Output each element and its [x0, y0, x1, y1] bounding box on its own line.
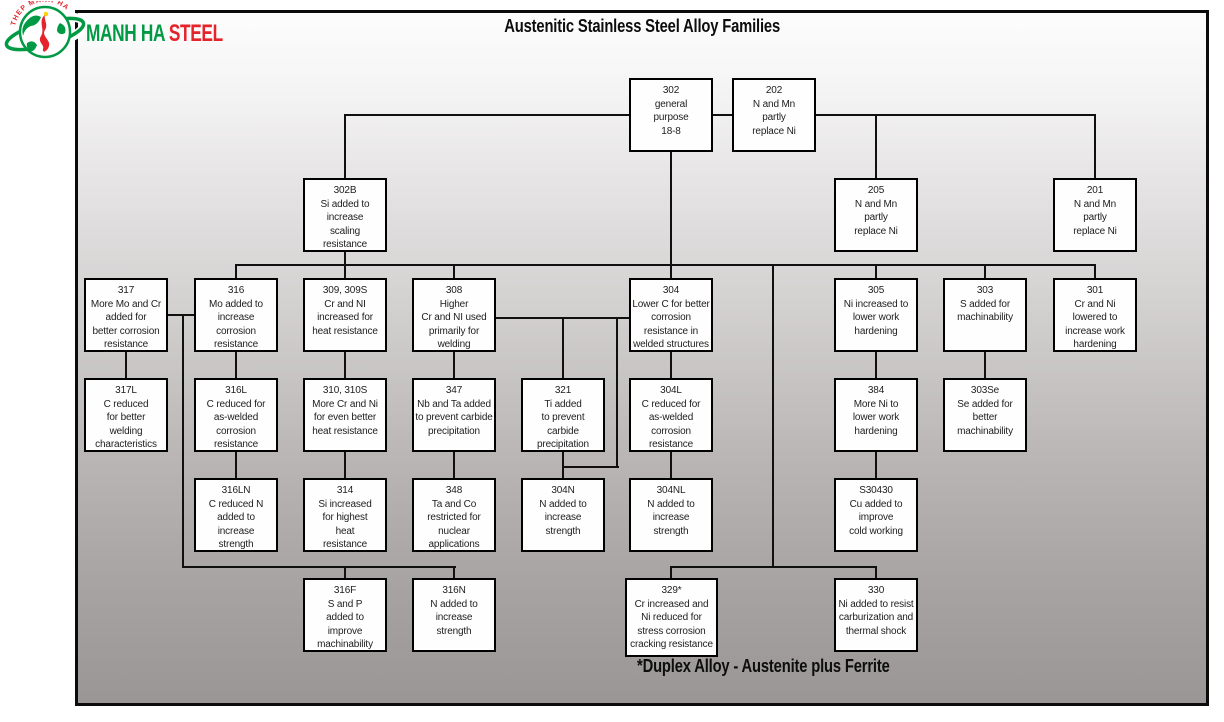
node-314: 314 Si increased for highest heat resist…: [303, 478, 387, 552]
duplex-alloy-footnote: *Duplex Alloy - Austenite plus Ferrite: [637, 656, 890, 676]
connector-line: [235, 351, 237, 380]
node-384: 384 More Ni to lower work hardening: [834, 378, 918, 452]
connector-line: [670, 351, 672, 380]
connector-line: [1094, 264, 1096, 280]
node-316F: 316F S and P added to improve machinabil…: [303, 578, 387, 652]
node-302: 302 general purpose 18-8: [629, 78, 713, 152]
connector-line: [344, 250, 346, 280]
connector-line: [875, 264, 877, 280]
node-321: 321 Ti added to prevent carbide precipit…: [521, 378, 605, 452]
connector-line: [875, 114, 877, 180]
connector-line: [453, 451, 455, 480]
connector-line: [670, 566, 672, 580]
connector-line: [772, 264, 774, 568]
node-205: 205 N and Mn partly replace Ni: [834, 178, 918, 252]
node-301: 301 Cr and Ni lowered to increase work h…: [1053, 278, 1137, 352]
node-309-309S: 309, 309S Cr and NI increased for heat r…: [303, 278, 387, 352]
node-303: 303 S added for machinability: [943, 278, 1027, 352]
connector-line: [670, 451, 672, 480]
connector-line: [182, 314, 184, 568]
connector-line: [562, 451, 564, 480]
connector-line: [235, 264, 1096, 266]
brand-name-red: STEEL: [168, 20, 223, 47]
node-304NL: 304NL N added to increase strength: [629, 478, 713, 552]
connector-line: [453, 264, 455, 280]
node-317: 317 More Mo and Cr added for better corr…: [84, 278, 168, 352]
connector-line: [616, 317, 618, 468]
node-329: 329* Cr increased and Ni reduced for str…: [625, 578, 718, 657]
connector-line: [344, 114, 346, 180]
node-304N: 304N N added to increase strength: [521, 478, 605, 552]
connector-line: [453, 351, 455, 380]
node-330: 330 Ni added to resist carburization and…: [834, 578, 918, 652]
connector-line: [875, 351, 877, 380]
connector-line: [344, 566, 346, 580]
connector-line: [875, 451, 877, 480]
globe-icon: THEP MANH HA: [2, 1, 88, 60]
node-304: 304 Lower C for better corrosion resista…: [629, 278, 713, 352]
node-316N: 316N N added to increase strength: [412, 578, 496, 652]
node-347: 347 Nb and Ta added to prevent carbide p…: [412, 378, 496, 452]
connector-line: [711, 114, 734, 116]
connector-line: [670, 264, 672, 280]
connector-line: [670, 150, 672, 266]
connector-line: [235, 264, 237, 280]
connector-line: [344, 351, 346, 380]
connector-line: [984, 351, 986, 380]
title-bar: Austenitic Stainless Steel Alloy Familie…: [75, 16, 1209, 37]
star-icon: [43, 11, 49, 17]
connector-line: [814, 114, 1096, 116]
diagram-title: Austenitic Stainless Steel Alloy Familie…: [504, 16, 780, 36]
connector-line: [875, 566, 877, 580]
connector-line: [125, 351, 127, 380]
node-316LN: 316LN C reduced N added to increase stre…: [194, 478, 278, 552]
node-316L: 316L C reduced for as-welded corrosion r…: [194, 378, 278, 452]
node-317L: 317L C reduced for better welding charac…: [84, 378, 168, 452]
connector-line: [344, 114, 631, 116]
connector-line: [562, 466, 619, 468]
brand-name-green: MANH HA: [86, 20, 165, 47]
brand-wordmark: MANH HA STEEL: [86, 20, 223, 48]
node-348: 348 Ta and Co restricted for nuclear app…: [412, 478, 496, 552]
node-303Se: 303Se Se added for better machinability: [943, 378, 1027, 452]
node-202: 202 N and Mn partly replace Ni: [732, 78, 816, 152]
node-S30430: S30430 Cu added to improve cold working: [834, 478, 918, 552]
node-302B: 302B Si added to increase scaling resist…: [303, 178, 387, 252]
connector-line: [344, 451, 346, 480]
manh-ha-steel-logo: THEP MANH HA MANH HA STEEL: [0, 0, 260, 64]
connector-line: [166, 314, 196, 316]
connector-line: [453, 566, 455, 580]
node-201: 201 N and Mn partly replace Ni: [1053, 178, 1137, 252]
node-305: 305 Ni increased to lower work hardening: [834, 278, 918, 352]
connector-line: [1094, 114, 1096, 180]
connector-line: [182, 566, 456, 568]
connector-line: [235, 451, 237, 480]
connector-line: [984, 264, 986, 280]
node-308: 308 Higher Cr and NI used primarily for …: [412, 278, 496, 352]
node-316: 316 Mo added to increase corrosion resis…: [194, 278, 278, 352]
footnote-wrap: *Duplex Alloy - Austenite plus Ferrite: [637, 656, 945, 677]
connector-line: [562, 317, 564, 380]
node-310-310S: 310, 310S More Cr and Ni for even better…: [303, 378, 387, 452]
node-304L: 304L C reduced for as-welded corrosion r…: [629, 378, 713, 452]
